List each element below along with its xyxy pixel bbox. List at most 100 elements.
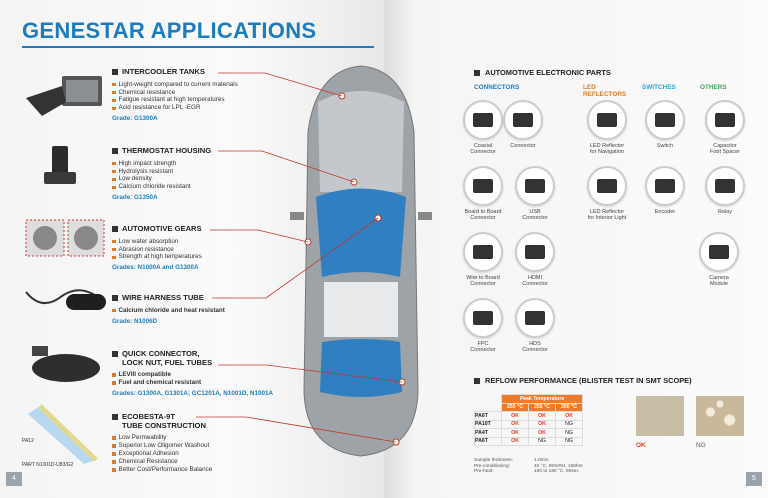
part-label: HDS Connector — [522, 341, 548, 354]
note-value: 40 °C, 95%RH, 168hrs — [534, 463, 583, 469]
cell: OK — [528, 411, 556, 421]
section-heading: WIRE HARNESS TUBE — [122, 293, 204, 302]
cell: NG — [555, 428, 583, 438]
cell: OK — [528, 419, 556, 429]
feature-item: Better Cost/Performance Balance — [118, 465, 213, 473]
fuel-tube-photo — [22, 342, 108, 388]
grade-label: Grade: G1350A — [112, 194, 158, 202]
wire-harness-tube-photo — [22, 282, 108, 326]
part-icon — [705, 166, 745, 206]
part-label: LED Reflector for Interior Light — [587, 209, 627, 222]
part-icon — [587, 100, 627, 140]
part-icon — [463, 166, 503, 206]
note-value: 150 to 180 °C, 90sec — [534, 469, 579, 475]
test-notes: Sample thickness:1.0mm Pre-conditioning:… — [474, 458, 614, 475]
cell: OK — [528, 428, 556, 438]
row-label: PA6T — [474, 411, 502, 421]
page-number-left: 4 — [6, 472, 22, 486]
part-label: Switch — [656, 143, 674, 149]
tube-label-pa12: PA12 — [22, 438, 34, 444]
part-icon — [699, 232, 739, 272]
part-icon — [515, 232, 555, 272]
part-item: Coaxial Connector — [458, 100, 508, 156]
category-others: OTHERS — [700, 84, 727, 91]
tube-label-part: PART N1001D-U83/G2 — [22, 462, 74, 468]
feature-item: Superior Low Oligomer Washout — [118, 442, 210, 450]
car-illustration — [290, 65, 432, 457]
part-icon — [503, 100, 543, 140]
cell: OK — [501, 411, 529, 421]
part-icon — [463, 100, 503, 140]
intercooler-tank-photo — [22, 72, 106, 122]
swatch-ok — [636, 396, 684, 436]
part-item: HDMI Connector — [510, 232, 560, 288]
part-label: LED Reflector for Navigation — [589, 143, 625, 156]
page-title: GENESTAR APPLICATIONS — [22, 18, 317, 43]
section-heading: ECOBESTA-9T TUBE CONSTRUCTION — [122, 412, 206, 430]
table-group-header: Peak Temperature — [501, 394, 583, 404]
feature-item: LEVIII compatible — [118, 371, 171, 379]
part-icon — [645, 100, 685, 140]
thermostat-housing-section: THERMOSTAT HOUSING High impact strength … — [112, 146, 292, 202]
cell: OK — [555, 411, 583, 421]
part-item: HDS Connector — [510, 298, 560, 354]
note-label: Sample thickness: — [474, 458, 513, 463]
part-icon — [587, 166, 627, 206]
feature-item: Chemical resistance — [118, 88, 176, 96]
section-heading: AUTOMOTIVE GEARS — [122, 224, 202, 233]
section-heading: INTERCOOLER TANKS — [122, 67, 205, 76]
part-item: Capacitor Foot Spacer — [700, 100, 750, 156]
feature-item: Low density — [118, 175, 152, 183]
feature-item: Exceptional Adhesion — [118, 450, 179, 457]
cell: NG — [555, 419, 583, 429]
ecobesta-tube-photo — [20, 402, 106, 466]
grade-label: Grade: N1006D — [112, 317, 158, 325]
cell: OK — [501, 436, 529, 446]
reflow-heading: REFLOW PERFORMANCE (BLISTER TEST IN SMT … — [474, 376, 692, 385]
grade-label: Grades: G1300A, G1301A; GC1201A, N1001D,… — [112, 390, 274, 397]
page-number-right: 5 — [746, 472, 762, 486]
category-connectors: CONNECTORS — [474, 84, 520, 91]
part-icon — [645, 166, 685, 206]
heading-text: AUTOMOTIVE ELECTRONIC PARTS — [485, 68, 611, 77]
heading-text: REFLOW PERFORMANCE (BLISTER TEST IN SMT … — [485, 376, 692, 385]
feature-item: High impact strength — [118, 159, 177, 167]
part-label: Relay — [717, 209, 733, 215]
cell: OK — [501, 419, 529, 429]
wire-harness-tube-section: WIRE HARNESS TUBE Calcium chloride and h… — [112, 293, 292, 325]
feature-item: Chemical Resistance — [118, 457, 178, 465]
part-item: LED Reflector for Interior Light — [582, 166, 632, 222]
feature-item: Abrasion resistance — [118, 245, 174, 253]
part-item: Wire to Board Connector — [458, 232, 508, 288]
row-label: PA10T — [474, 419, 502, 429]
note-label: Pre-heat: — [474, 469, 494, 475]
part-label: Connector — [510, 143, 536, 149]
part-item: Relay — [700, 166, 750, 215]
section-heading: THERMOSTAT HOUSING — [122, 146, 212, 155]
part-item: Connector — [498, 100, 548, 149]
part-label: Wire to Board Connector — [466, 275, 500, 288]
section-heading: QUICK CONNECTOR, LOCK NUT, FUEL TUBES — [122, 349, 213, 367]
title-rule — [22, 46, 374, 48]
electronic-parts-heading: AUTOMOTIVE ELECTRONIC PARTS — [474, 68, 611, 77]
swatch-ng-label: NG — [696, 442, 706, 449]
part-icon — [515, 166, 555, 206]
part-label: Camera Module — [709, 275, 729, 288]
part-icon — [463, 298, 503, 338]
feature-item: Fuel and chemical resistant — [118, 379, 202, 387]
cell: NG — [555, 436, 583, 446]
part-label: Coaxial Connector — [470, 143, 496, 156]
part-label: FPC Connector — [470, 341, 496, 354]
part-icon — [463, 232, 503, 272]
part-item: Camera Module — [694, 232, 744, 288]
row-label: PA4T — [474, 428, 502, 438]
intercooler-tanks-section: INTERCOOLER TANKS Light-weight compared … — [112, 67, 292, 123]
feature-item: Low water absorption — [118, 237, 179, 245]
feature-item: Strength at high temperatures — [118, 253, 202, 261]
feature-item: Acid resistance for LPL -EGR — [118, 104, 201, 112]
